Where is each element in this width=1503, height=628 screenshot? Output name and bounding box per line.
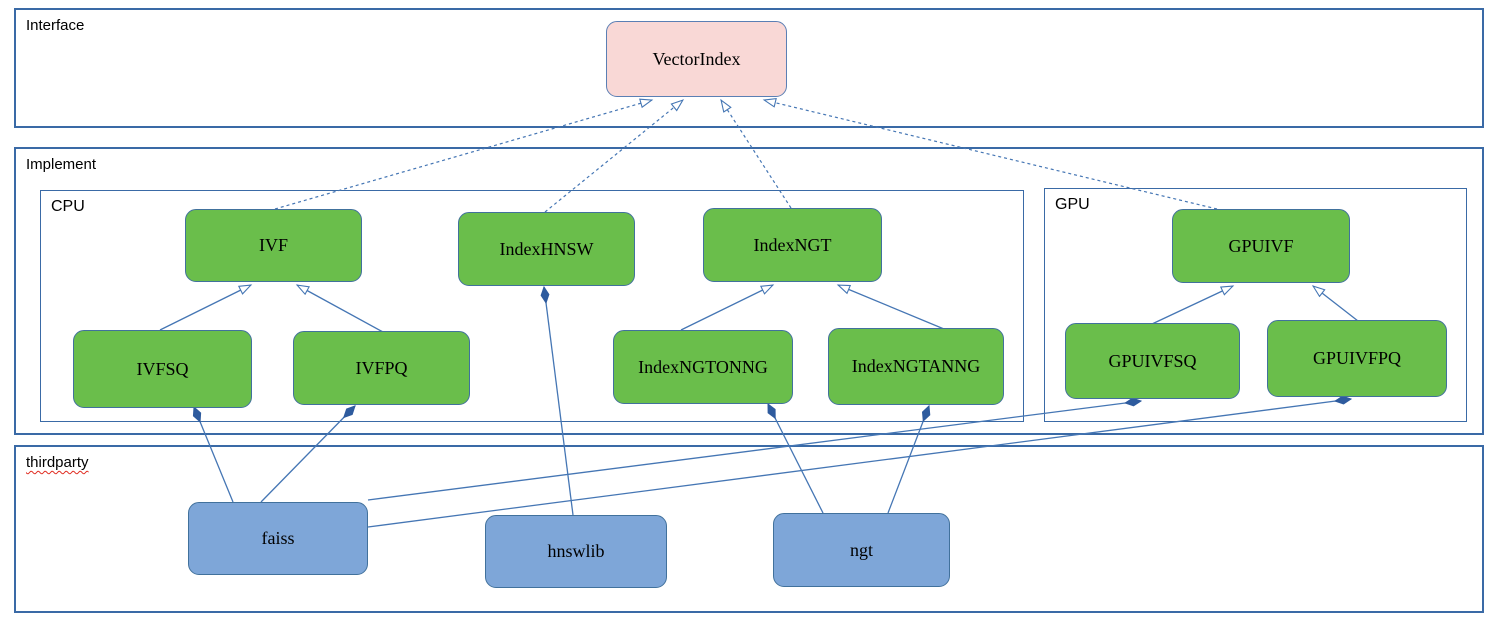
node-ivfpq[interactable]: IVFPQ bbox=[293, 331, 470, 405]
node-gpuivf[interactable]: GPUIVF bbox=[1172, 209, 1350, 283]
node-vectorindex-label: VectorIndex bbox=[652, 48, 741, 69]
node-indexhnsw-label: IndexHNSW bbox=[499, 238, 594, 259]
node-indexngtanng[interactable]: IndexNGTANNG bbox=[828, 328, 1004, 405]
group-gpu-label: GPU bbox=[1055, 196, 1090, 213]
group-interface-label: Interface bbox=[26, 17, 85, 34]
node-faiss-label: faiss bbox=[261, 528, 295, 548]
node-hnswlib-label: hnswlib bbox=[547, 541, 605, 561]
node-gpuivf-label: GPUIVF bbox=[1228, 235, 1294, 256]
node-indexngt[interactable]: IndexNGT bbox=[703, 208, 882, 282]
node-indexngtonng[interactable]: IndexNGTONNG bbox=[613, 330, 793, 404]
node-ivfsq-label: IVFSQ bbox=[136, 358, 189, 379]
node-ivfpq-label: IVFPQ bbox=[355, 357, 408, 378]
node-gpuivfsq[interactable]: GPUIVFSQ bbox=[1065, 323, 1240, 399]
group-cpu-label: CPU bbox=[51, 198, 85, 215]
node-ivf[interactable]: IVF bbox=[185, 209, 362, 282]
node-ngt-label: ngt bbox=[849, 539, 873, 560]
node-indexngtonng-label: IndexNGTONNG bbox=[638, 356, 768, 377]
node-vectorindex[interactable]: VectorIndex bbox=[606, 21, 787, 97]
node-ngt[interactable]: ngt bbox=[773, 513, 950, 587]
node-ivf-label: IVF bbox=[258, 235, 288, 255]
node-ivfsq[interactable]: IVFSQ bbox=[73, 330, 252, 408]
group-thirdparty-label: thirdparty bbox=[26, 454, 89, 471]
node-gpuivfsq-label: GPUIVFSQ bbox=[1108, 350, 1197, 371]
node-hnswlib[interactable]: hnswlib bbox=[485, 515, 667, 588]
node-indexhnsw[interactable]: IndexHNSW bbox=[458, 212, 635, 286]
group-implement-label: Implement bbox=[26, 156, 97, 173]
node-indexngt-label: IndexNGT bbox=[753, 234, 832, 255]
node-indexngtanng-label: IndexNGTANNG bbox=[851, 356, 981, 376]
node-gpuivfpq[interactable]: GPUIVFPQ bbox=[1267, 320, 1447, 397]
node-gpuivfpq-label: GPUIVFPQ bbox=[1312, 348, 1402, 368]
node-faiss[interactable]: faiss bbox=[188, 502, 368, 575]
